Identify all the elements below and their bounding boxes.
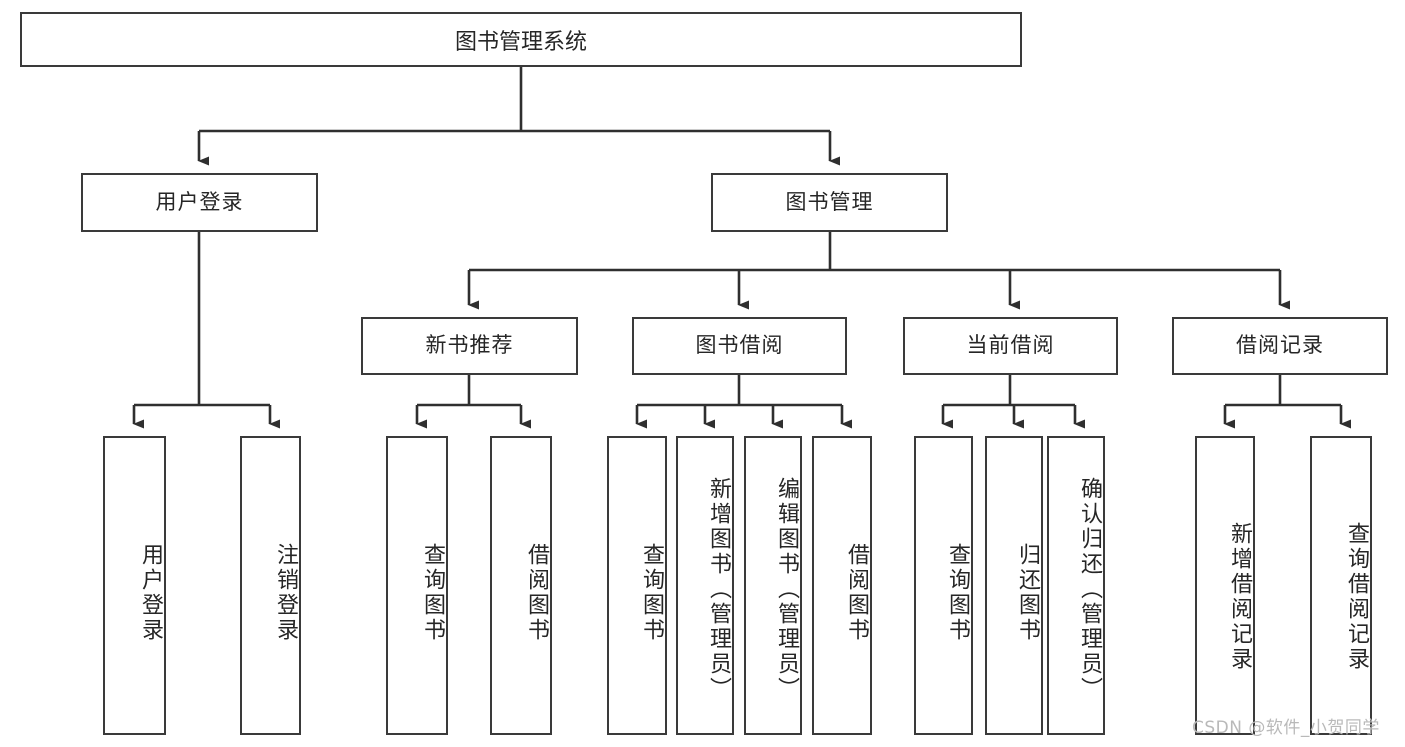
leaf-book-borrow-add-admin[interactable]: 新增图书（管理员） [676, 436, 734, 735]
node-label: 借阅记录 [1236, 333, 1324, 358]
leaf-book-borrow-borrow[interactable]: 借阅图书 [812, 436, 872, 735]
node-label: 查询图书 [639, 542, 664, 643]
leaf-user-login-login[interactable]: 用户登录 [103, 436, 166, 735]
node-label: 用户登录 [155, 189, 244, 214]
leaf-new-book-query[interactable]: 查询图书 [386, 436, 448, 735]
node-label: 新书推荐 [425, 333, 514, 358]
node-book-management[interactable]: 图书管理 [711, 173, 948, 232]
node-label: 当前借阅 [966, 333, 1055, 358]
node-current-borrow[interactable]: 当前借阅 [903, 317, 1118, 375]
node-label: 编辑图书（管理员） [774, 477, 799, 702]
node-label: 新增图书（管理员） [706, 477, 731, 702]
csdn-watermark: CSDN @软件_小贺同学 [1192, 718, 1380, 738]
node-user-login[interactable]: 用户登录 [81, 173, 318, 232]
node-label: 查询图书 [420, 542, 445, 643]
leaf-borrow-record-add[interactable]: 新增借阅记录 [1195, 436, 1255, 735]
node-book-borrow[interactable]: 图书借阅 [632, 317, 847, 375]
leaf-book-borrow-query[interactable]: 查询图书 [607, 436, 667, 735]
node-borrow-record[interactable]: 借阅记录 [1172, 317, 1388, 375]
node-root-book-management-system[interactable]: 图书管理系统 [20, 12, 1022, 67]
node-label: 用户登录 [138, 542, 163, 643]
node-label: 注销登录 [273, 542, 298, 643]
node-label: 确认归还（管理员） [1077, 477, 1102, 702]
leaf-book-borrow-edit-admin[interactable]: 编辑图书（管理员） [744, 436, 802, 735]
node-label: 新增借阅记录 [1227, 521, 1252, 672]
node-label: 借阅图书 [844, 542, 869, 643]
node-label: 借阅图书 [524, 542, 549, 643]
leaf-current-borrow-return[interactable]: 归还图书 [985, 436, 1043, 735]
node-label: 查询图书 [945, 542, 970, 643]
leaf-current-borrow-confirm-admin[interactable]: 确认归还（管理员） [1047, 436, 1105, 735]
leaf-current-borrow-query[interactable]: 查询图书 [914, 436, 973, 735]
leaf-borrow-record-query[interactable]: 查询借阅记录 [1310, 436, 1372, 735]
node-label: 图书管理 [785, 189, 874, 214]
node-label: 查询借阅记录 [1344, 521, 1369, 672]
node-label: 图书管理系统 [454, 29, 587, 55]
node-new-book-recommend[interactable]: 新书推荐 [361, 317, 578, 375]
leaf-user-login-logout[interactable]: 注销登录 [240, 436, 301, 735]
node-label: 归还图书 [1015, 542, 1040, 643]
leaf-new-book-borrow[interactable]: 借阅图书 [490, 436, 552, 735]
node-label: 图书借阅 [695, 333, 784, 358]
